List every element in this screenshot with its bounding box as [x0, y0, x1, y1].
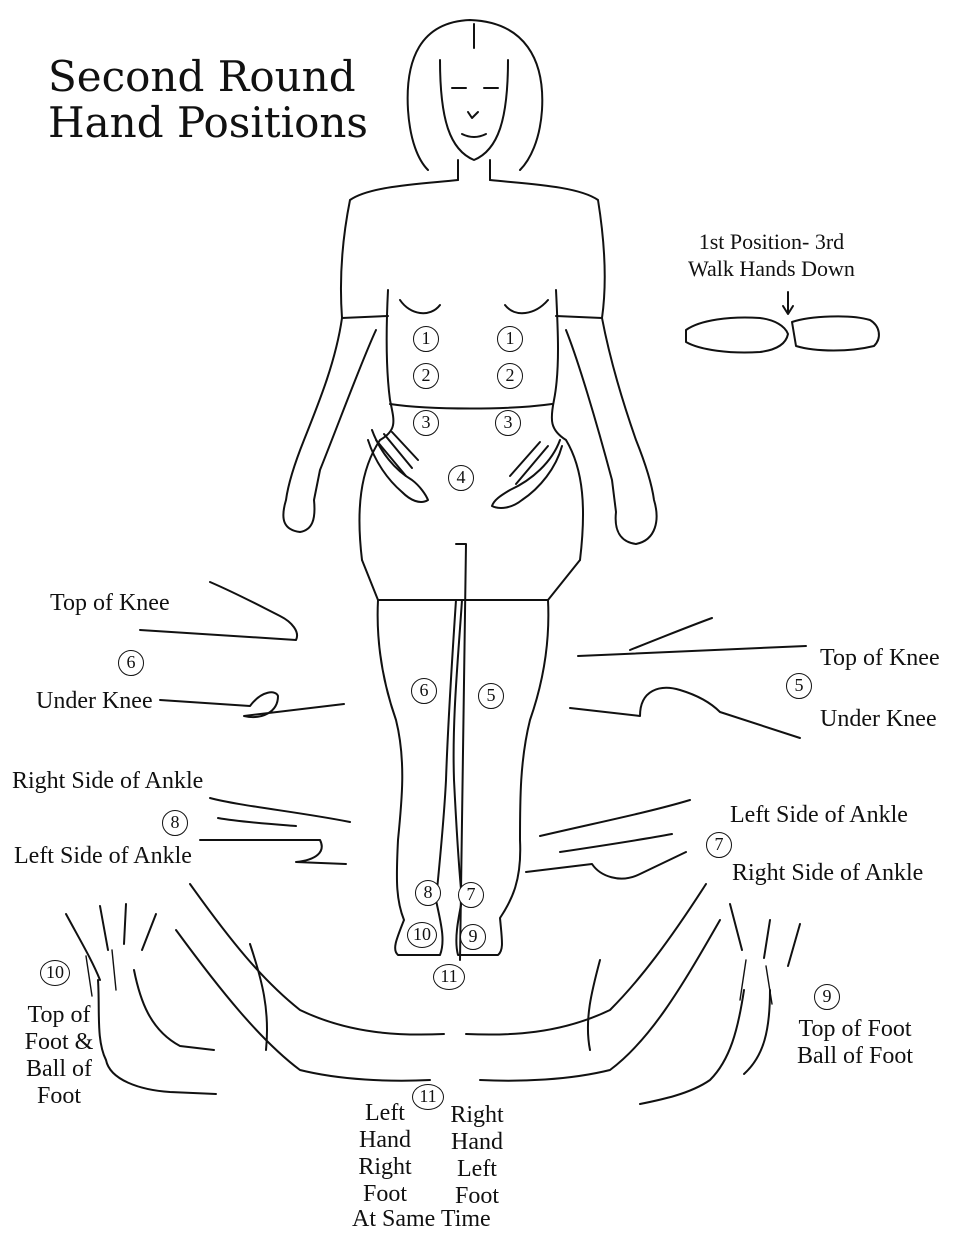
foot-left-line-2: Foot & — [14, 1029, 104, 1056]
foot-left-line-1: Top of — [14, 1002, 104, 1029]
knee-hands-right — [570, 618, 806, 738]
marker-1-right: 1 — [497, 326, 523, 352]
position-11-left-label: Left Hand Right Foot — [350, 1100, 420, 1208]
marker-10-foot: 10 — [407, 922, 437, 948]
marker-3-left: 3 — [413, 410, 439, 436]
marker-7-ankle: 7 — [458, 882, 484, 908]
marker-2-left: 2 — [413, 363, 439, 389]
position-11-bottom-label: At Same Time — [352, 1206, 491, 1233]
ankle-right-number: 7 — [706, 832, 732, 858]
ankle-hands-right — [526, 800, 690, 879]
title-line-2: Hand Positions — [48, 100, 368, 146]
foot-right-label: Top of Foot Ball of Foot — [780, 1016, 930, 1070]
position-11-right-line-3: Left — [440, 1156, 514, 1183]
marker-8-ankle: 8 — [415, 880, 441, 906]
foot-right-line-1: Top of Foot — [780, 1016, 930, 1043]
knee-right-top-label: Top of Knee — [820, 645, 940, 672]
torso — [341, 180, 605, 600]
marker-5-knee: 5 — [478, 683, 504, 709]
foot-right-number: 9 — [814, 984, 840, 1010]
knee-right-number: 5 — [786, 673, 812, 699]
marker-4: 4 — [448, 465, 474, 491]
foot-right-line-2: Ball of Foot — [780, 1043, 930, 1070]
marker-6-knee: 6 — [411, 678, 437, 704]
position-11-right-label: Right Hand Left Foot — [440, 1102, 514, 1210]
foot-left-line-4: Foot — [14, 1083, 104, 1110]
knee-hands-left — [140, 582, 344, 717]
marker-3-right: 3 — [495, 410, 521, 436]
head — [408, 20, 543, 180]
ankle-left-number: 8 — [162, 810, 188, 836]
ankle-right-bottom-label: Right Side of Ankle — [732, 860, 923, 887]
knee-left-under-label: Under Knee — [36, 688, 153, 715]
position-11-left-line-1: Left — [350, 1100, 420, 1127]
ankle-hands-left — [200, 798, 350, 864]
walking-hands — [686, 292, 879, 353]
ankle-right-top-label: Left Side of Ankle — [730, 802, 908, 829]
foot-left-label: Top of Foot & Ball of Foot — [14, 1002, 104, 1110]
arms — [283, 318, 656, 544]
foot-left-number: 10 — [40, 960, 70, 986]
first-position-line-2: Walk Hands Down — [688, 255, 855, 282]
marker-1-left: 1 — [413, 326, 439, 352]
position-11-right-line-1: Right — [440, 1102, 514, 1129]
knee-left-top-label: Top of Knee — [50, 590, 170, 617]
marker-2-right: 2 — [497, 363, 523, 389]
marker-11-feet: 11 — [433, 964, 465, 990]
knee-left-number: 6 — [118, 650, 144, 676]
position-11-right-line-2: Hand — [440, 1129, 514, 1156]
position-11-left-line-3: Right — [350, 1154, 420, 1181]
foot-left-line-3: Ball of — [14, 1056, 104, 1083]
title-line-1: Second Round — [48, 54, 368, 100]
ankle-left-bottom-label: Left Side of Ankle — [14, 843, 192, 870]
diagram-title: Second Round Hand Positions — [48, 54, 368, 146]
ankle-left-top-label: Right Side of Ankle — [12, 768, 203, 795]
marker-9-foot: 9 — [460, 924, 486, 950]
position-11-left-line-4: Foot — [350, 1181, 420, 1208]
first-position-line-1: 1st Position- 3rd — [688, 228, 855, 255]
first-position-label: 1st Position- 3rd Walk Hands Down — [688, 228, 855, 282]
leg-outlines — [86, 950, 772, 1004]
position-11-left-line-2: Hand — [350, 1127, 420, 1154]
knee-right-under-label: Under Knee — [820, 706, 937, 733]
